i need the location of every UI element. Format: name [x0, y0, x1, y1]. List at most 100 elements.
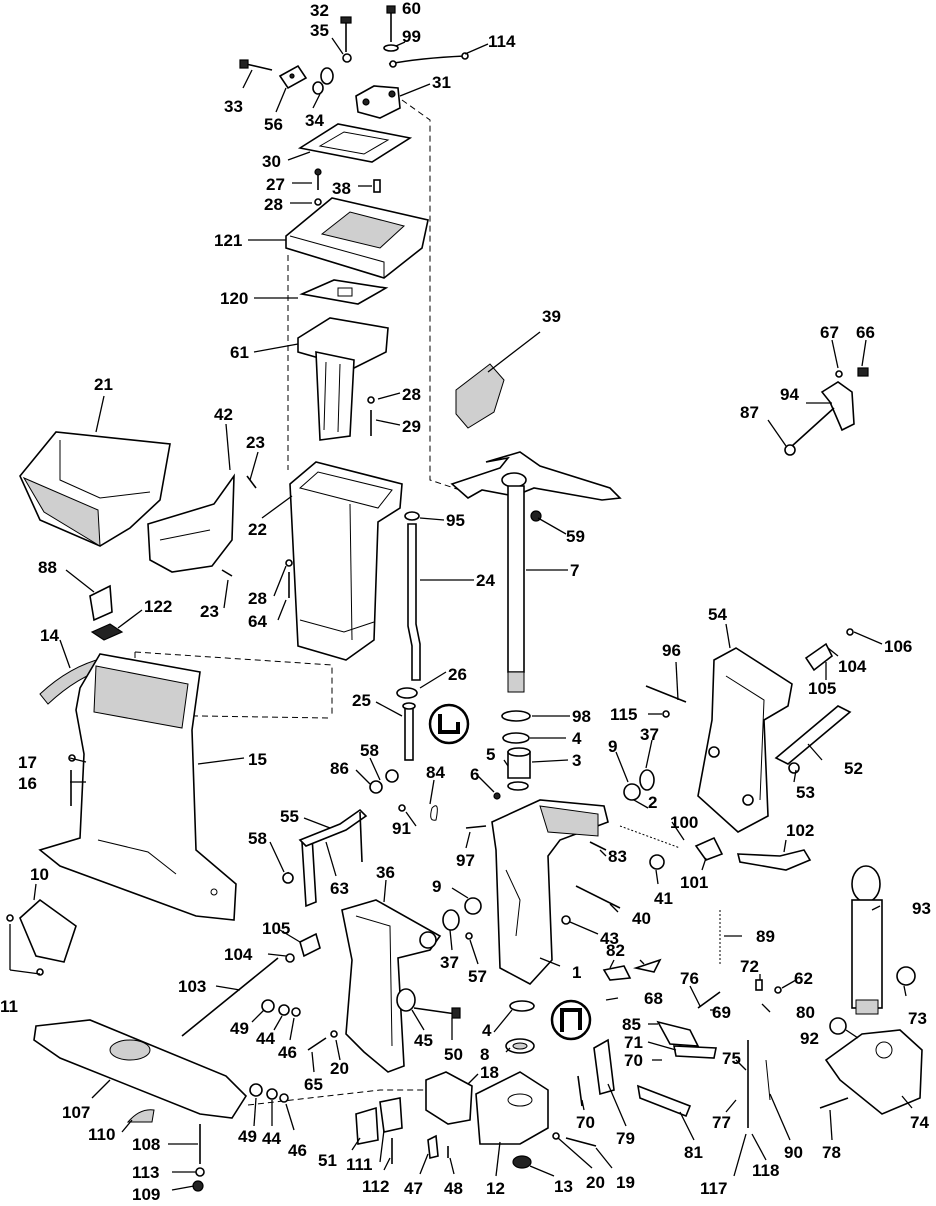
callout-62: 62: [794, 969, 813, 988]
callout-90: 90: [784, 1143, 803, 1162]
screws-11: [6, 914, 44, 976]
screw-58-left: [282, 871, 294, 884]
callout-51: 51: [318, 1151, 337, 1170]
block-111: [379, 1097, 403, 1133]
callout-68: 68: [644, 989, 663, 1008]
callout-91: 91: [392, 819, 411, 838]
callout-63: 63: [330, 879, 349, 898]
washer-113: [195, 1167, 205, 1177]
screw-27: [314, 168, 322, 190]
callout-87: 87: [740, 403, 759, 422]
swivel-bracket-1: [491, 799, 609, 985]
callout-104-right: 104: [838, 657, 867, 676]
callout-67: 67: [820, 323, 839, 342]
callout-41: 41: [654, 889, 673, 908]
knob-86: [369, 780, 383, 794]
sealant-icon-badge-upper: [428, 703, 470, 745]
callout-26: 26: [448, 665, 467, 684]
bushing-98: [501, 710, 531, 722]
washer-37-right: [639, 769, 655, 791]
callout-22: 22: [248, 520, 267, 539]
plate-56: [278, 64, 308, 90]
washer-104-left: [285, 953, 295, 963]
callout-64: 64: [248, 612, 267, 631]
callout-83: 83: [608, 847, 627, 866]
nut-44-lower: [266, 1088, 278, 1100]
callout-16: 16: [18, 774, 37, 793]
callout-28-top: 28: [264, 195, 283, 214]
bushing-9-lower: [464, 897, 482, 915]
tilt-lever-94: [791, 381, 855, 447]
callout-13: 13: [554, 1177, 573, 1196]
bushing-73: [896, 966, 916, 986]
callout-102: 102: [786, 821, 814, 840]
washer-20-left: [330, 1030, 338, 1038]
pin-96: [645, 685, 687, 703]
water-tube-24: [407, 523, 421, 681]
callout-122: 122: [144, 597, 172, 616]
gasket-30: [297, 123, 413, 163]
callout-20-right: 20: [586, 1173, 605, 1192]
nut-13: [512, 1155, 532, 1169]
washer-34: [312, 67, 334, 95]
washer-106: [846, 628, 854, 636]
callout-34: 34: [305, 111, 324, 130]
callout-31: 31: [432, 73, 451, 92]
callout-79: 79: [616, 1129, 635, 1148]
callout-84: 84: [426, 763, 445, 782]
callout-96: 96: [662, 641, 681, 660]
callout-2: 2: [648, 793, 657, 812]
callout-72: 72: [740, 957, 759, 976]
callout-58-left: 58: [248, 829, 267, 848]
callout-75: 75: [722, 1049, 741, 1068]
bushing-2: [623, 783, 641, 801]
callout-103: 103: [178, 977, 206, 996]
bushing-8: [505, 1038, 535, 1054]
bolt-60: [383, 5, 399, 52]
callout-61: 61: [230, 343, 249, 362]
adapter-plate-121: [285, 197, 429, 279]
spring-84: [430, 805, 438, 821]
callout-49-lower: 49: [238, 1127, 257, 1146]
spring-100: [619, 825, 681, 849]
block-18: [425, 1071, 473, 1125]
callout-59: 59: [566, 527, 585, 546]
callout-52: 52: [844, 759, 863, 778]
callout-86: 86: [330, 759, 349, 778]
tilt-rod-52: [774, 705, 852, 765]
callout-95: 95: [446, 511, 465, 530]
callout-88: 88: [38, 558, 57, 577]
washer-57: [465, 932, 473, 940]
bushing-58-right: [385, 769, 399, 783]
lower-pan-107: [33, 1019, 248, 1119]
callout-104-left: 104: [224, 945, 253, 964]
nut-109: [192, 1180, 204, 1192]
ring-4-lower: [509, 1000, 535, 1012]
callout-10: 10: [30, 865, 49, 884]
callout-97: 97: [456, 851, 475, 870]
callout-38: 38: [332, 179, 351, 198]
washer-28-mid: [367, 396, 375, 404]
callout-108: 108: [132, 1135, 160, 1154]
o-ring-26: [396, 687, 418, 699]
callout-49-upper: 49: [230, 1019, 249, 1038]
callout-46-upper: 46: [278, 1043, 297, 1062]
washer-91: [398, 804, 406, 812]
callout-73: 73: [908, 1009, 927, 1028]
callout-74: 74: [910, 1113, 929, 1132]
sealant-icon-badge-lower: [550, 999, 592, 1041]
callout-82: 82: [606, 941, 625, 960]
callout-70-upper: 70: [624, 1051, 643, 1070]
callout-11: 11: [0, 997, 18, 1016]
callout-114: 114: [488, 32, 516, 51]
callout-100: 100: [670, 813, 698, 832]
rod-76: [697, 991, 721, 1009]
callout-27: 27: [266, 175, 285, 194]
callout-1: 1: [572, 963, 581, 982]
callout-12: 12: [486, 1179, 505, 1198]
callout-7: 7: [570, 561, 579, 580]
bushing-105-right: [804, 642, 834, 672]
steering-arm-7: [450, 451, 622, 693]
